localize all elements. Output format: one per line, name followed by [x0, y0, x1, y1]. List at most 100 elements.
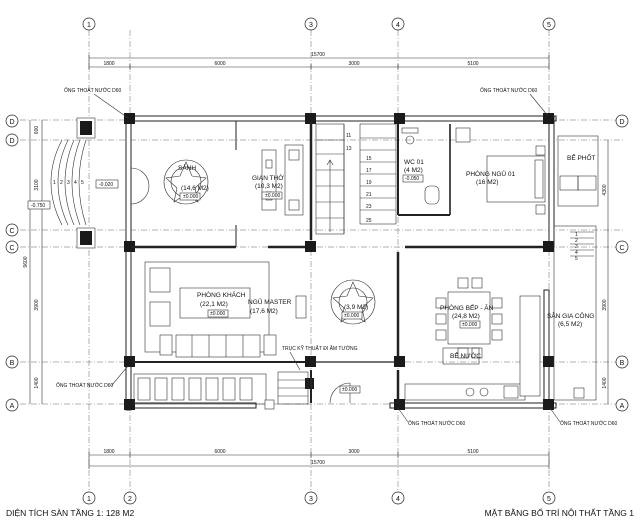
- dimension-label: 600: [34, 126, 40, 135]
- room-kitchen-dining: PHÒNG BẾP - ĂN (24,8 M2) ±0.000 BỂ NƯỚC: [404, 277, 541, 401]
- axis-label: D: [9, 138, 14, 145]
- septic-tank: BỂ PHỐT: [557, 135, 599, 207]
- axis-label: B: [10, 360, 15, 367]
- dimensions-left: 600 3100 3900 1400 9600: [23, 120, 43, 404]
- staircase: 11 13 15 17 19 21 23 25: [315, 123, 397, 235]
- dimension-label: 4300: [602, 184, 608, 195]
- dimension-label: 1400: [34, 377, 40, 388]
- room-master-label: NGỦ MASTER (17,6 M2): [248, 297, 292, 315]
- room-altar: GIAN THỜ (10,3 M2) ±0.000: [252, 144, 304, 216]
- dimension-label: 3100: [34, 179, 40, 190]
- stair-number: 11: [346, 133, 351, 139]
- room-name: BỂ NƯỚC: [450, 351, 481, 360]
- axis-label: 3: [309, 496, 313, 503]
- step-number: 5: [575, 256, 578, 262]
- room-name: GIAN THỜ: [252, 173, 284, 182]
- axis-label: C: [9, 228, 14, 235]
- drawing-title: MẶT BẰNG BỐ TRÍ NỘI THẤT TẦNG 1: [485, 507, 635, 518]
- dimension-label: 6000: [214, 449, 225, 455]
- room-lobby: SẢNH (14,6 M2) ±0.000: [130, 159, 209, 205]
- room-area: (6,5 M2): [558, 321, 582, 328]
- overall-dimension: 15700: [311, 52, 325, 58]
- dimension-label: 9600: [23, 256, 29, 267]
- dimension-label: 1800: [103, 61, 114, 67]
- room-level: ±0.000: [210, 311, 225, 317]
- step-number: 1: [53, 180, 56, 186]
- step-number: 3: [67, 180, 70, 186]
- axis-label: C: [619, 245, 624, 252]
- room-level: ±0.000: [183, 194, 198, 200]
- stair-number: 15: [366, 156, 372, 162]
- stair-number: 25: [366, 218, 372, 224]
- stair-number: 13: [346, 146, 352, 152]
- room-name: SẢNH: [178, 163, 196, 172]
- step-number: 4: [575, 250, 578, 256]
- axis-label: 5: [547, 22, 551, 29]
- room-service-yard: 1 2 3 4 5 SÂN GIA CÔNG (6,5 M2): [547, 225, 597, 401]
- front-porch: 1 2 3 4 5 -0.020 -0.750: [27, 117, 119, 249]
- axis-bubbles-vertical: 1 3 4 5 1 2 3 4 5: [82, 17, 556, 505]
- drain-note: ỐNG THOÁT NƯỚC D60: [408, 420, 465, 427]
- stair-number: 17: [366, 168, 372, 174]
- axis-label: D: [619, 119, 624, 126]
- axis-label: 1: [87, 496, 91, 503]
- exterior-walls: [124, 113, 557, 411]
- axis-label: 3: [309, 22, 313, 29]
- room-level: ±0.000: [344, 313, 359, 319]
- room-level: ±0.000: [342, 387, 357, 393]
- drain-note: ỐNG THOÁT NƯỚC D60: [64, 87, 121, 94]
- dimension-label: 3900: [34, 299, 40, 310]
- room-central-hall: (3,9 M2) ±0.000: [295, 279, 376, 325]
- step-number: 5: [81, 180, 84, 186]
- drain-note: ỐNG THOÁT NƯỚC D60: [56, 382, 113, 389]
- room-name: PHÒNG NGỦ 01: [466, 169, 516, 178]
- dimension-label: 1400: [602, 377, 608, 388]
- room-name: SÂN GIA CÔNG: [547, 311, 594, 320]
- step-number: 2: [575, 238, 578, 244]
- stair-number: 21: [366, 192, 372, 198]
- annotations: ỐNG THOÁT NƯỚC D60 ỐNG THOÁT NƯỚC D60 ỐN…: [56, 87, 617, 427]
- room-bedroom-01: PHÒNG NGỦ 01 (16 M2): [466, 145, 546, 215]
- room-living: PHÒNG KHÁCH (22,1 M2) ±0.000: [144, 261, 277, 358]
- drain-note: ỐNG THOÁT NƯỚC D60: [560, 420, 617, 427]
- porch-level: -0.020: [99, 182, 113, 188]
- room-area: (14,6 M2): [181, 185, 209, 192]
- dimensions-right: 4300 3900 1400: [602, 140, 609, 404]
- overall-dimension: 15700: [311, 460, 325, 466]
- room-area: (22,1 M2): [200, 301, 228, 308]
- dimensions-top: 15700 1800 6000 3000 5100: [88, 52, 550, 70]
- room-wc: WC 01 (4 M2) -0.050: [401, 127, 471, 205]
- front-planters: ±0.000: [133, 371, 361, 410]
- room-area: (24,8 M2): [452, 313, 480, 320]
- room-name: PHÒNG KHÁCH: [197, 290, 246, 299]
- axis-label: A: [10, 403, 15, 410]
- room-area: (4 M2): [404, 167, 423, 174]
- room-name: NGỦ MASTER: [248, 297, 292, 306]
- axis-label: 1: [87, 22, 91, 29]
- dimension-label: 3900: [602, 299, 608, 310]
- axis-label: D: [9, 119, 14, 126]
- room-area: (3,9 M2): [344, 304, 368, 311]
- drain-note: ỐNG THOÁT NƯỚC D60: [480, 87, 537, 94]
- grid-lines: [20, 30, 625, 500]
- dimension-label: 5100: [467, 449, 478, 455]
- step-number: 4: [74, 180, 77, 186]
- stair-number: 23: [366, 204, 372, 210]
- axis-label: C: [9, 245, 14, 252]
- room-level: ±0.000: [462, 322, 477, 328]
- axis-label: 5: [547, 496, 551, 503]
- dimension-label: 1800: [103, 449, 114, 455]
- room-name: WC 01: [404, 159, 424, 166]
- step-number: 2: [60, 180, 63, 186]
- step-number: 1: [575, 232, 578, 238]
- axis-bubbles-horizontal: D D C C B A D C B A: [5, 114, 629, 412]
- interior-walls: [131, 121, 543, 403]
- dimensions-bottom: 1800 6000 3000 5100 15700: [88, 449, 550, 469]
- dimension-label: 3000: [348, 449, 359, 455]
- step-number: 3: [575, 244, 578, 250]
- axis-label: A: [620, 403, 625, 410]
- room-level: ±0.000: [265, 193, 280, 199]
- axis-label: 4: [396, 496, 400, 503]
- floor-area-label: DIỆN TÍCH SÀN TẦNG 1: 128 M2: [6, 508, 134, 518]
